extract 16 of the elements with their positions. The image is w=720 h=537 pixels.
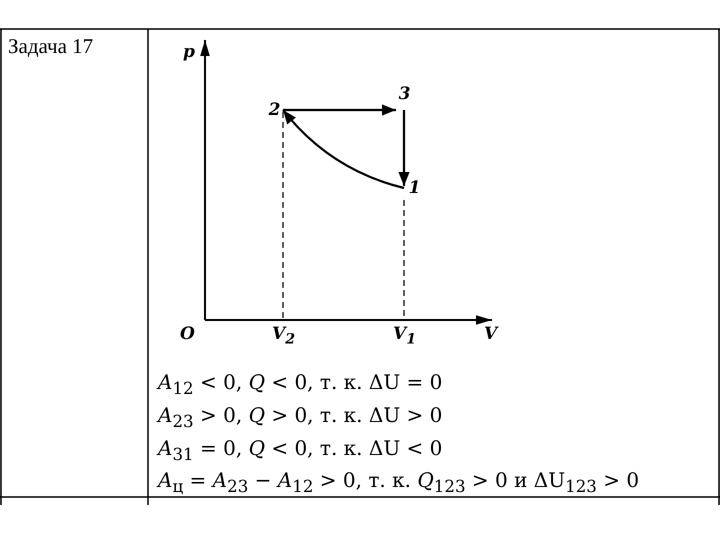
tick-label: V$_{1}$ [393,326,416,347]
axis-label: p [183,44,195,61]
axis-label: V [484,326,498,343]
state-point-label: 1 [406,178,423,198]
task-title: Задача 17 [8,36,94,57]
formula-line: A$_{12}$ < 0, Q < 0, т. к. ΔU = 0 [158,372,442,398]
process-arrow [282,109,404,190]
state-point-label: 2 [266,100,283,120]
tick-label: V$_{2}$ [272,326,296,347]
axis-label: O [180,326,195,343]
process-arrow [398,110,410,186]
state-point-label: 3 [396,84,413,104]
formula-line: A$_{31}$ = 0, Q < 0, т. к. ΔU < 0 [158,438,442,464]
formula-line: A$_{23}$ > 0, Q > 0, т. к. ΔU > 0 [158,405,442,431]
process-arrow [283,104,396,116]
formula-line: A$_{ц}$ = A$_{23}$ − A$_{12}$ > 0, т. к. Q$_{123}$ > 0 и ΔU$_{123}$ > 0 [158,470,640,496]
